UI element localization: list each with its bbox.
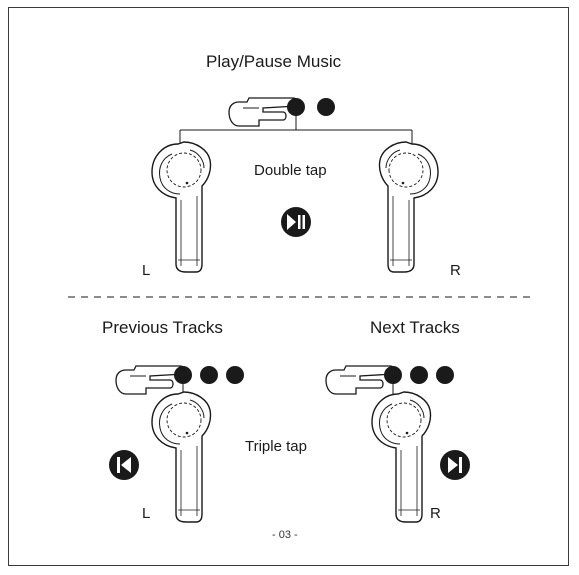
left-earbud-bottom [151, 391, 212, 523]
prev-tap-dot-3 [226, 366, 244, 384]
next-tap-dot-2 [410, 366, 428, 384]
right-earbud-label-top: R [450, 262, 461, 279]
play-pause-icon [281, 207, 311, 237]
left-earbud-top [151, 141, 212, 273]
right-earbud-label-bottom: R [430, 505, 441, 522]
prev-tap-dot-2 [200, 366, 218, 384]
tap-dot-1 [287, 98, 305, 116]
triple-tap-label: Triple tap [245, 438, 307, 455]
next-track-icon [440, 450, 470, 480]
page-frame [8, 7, 569, 566]
previous-tracks-title: Previous Tracks [102, 318, 223, 337]
left-earbud-label-bottom: L [142, 505, 151, 522]
left-hand-icon [115, 365, 186, 395]
next-tracks-title: Next Tracks [370, 318, 460, 337]
page-number: - 03 - [272, 529, 298, 541]
top-hand-icon [228, 97, 299, 127]
next-tap-dot-1 [384, 366, 402, 384]
right-earbud-bottom [371, 391, 432, 523]
tap-dot-2 [317, 98, 335, 116]
right-hand-icon [325, 365, 396, 395]
right-earbud-top [378, 141, 439, 273]
prev-tap-dot-1 [174, 366, 192, 384]
previous-track-icon [109, 450, 139, 480]
double-tap-label: Double tap [254, 162, 327, 179]
next-tap-dot-3 [436, 366, 454, 384]
play-pause-title: Play/Pause Music [206, 52, 342, 71]
left-earbud-label-top: L [142, 262, 151, 279]
